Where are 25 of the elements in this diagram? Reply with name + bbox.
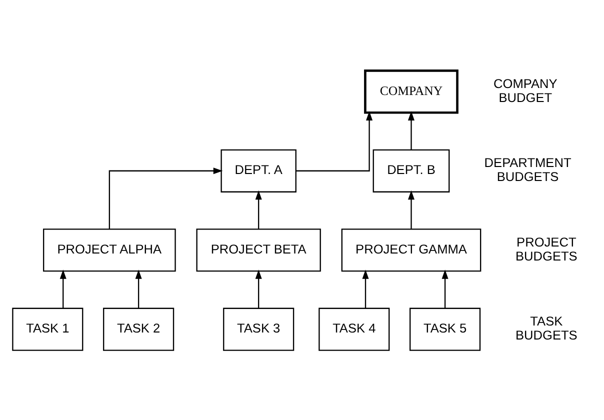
arrow	[60, 269, 66, 308]
label: DEPARTMENT BUDGETS	[484, 154, 572, 184]
arrow	[135, 269, 142, 308]
node-box: PROJECT ALPHA	[43, 228, 176, 272]
node-box: TASK 3	[223, 307, 294, 350]
node-box: TASK 4	[318, 307, 390, 350]
label: TASK BUDGETS	[515, 313, 578, 342]
arrow	[362, 269, 369, 308]
node-box: PROJECT GAMMA	[341, 228, 482, 272]
arrow	[108, 167, 223, 228]
label: PROJECT BUDGETS	[515, 234, 578, 263]
arrow	[255, 269, 262, 308]
node-box: PROJECT BETA	[196, 228, 321, 272]
node-box: TASK 5	[410, 307, 481, 350]
label: COMPANY BUDGET	[494, 75, 558, 104]
node-box: DEPT. B	[372, 148, 450, 192]
node-box: TASK 1	[12, 307, 84, 350]
arrow	[296, 110, 373, 171]
arrow	[255, 190, 262, 228]
arrow	[442, 269, 448, 308]
node-box: COMPANY	[364, 69, 458, 114]
arrow	[408, 110, 415, 150]
node-box: TASK 2	[103, 307, 174, 350]
arrow	[408, 190, 415, 228]
node-box: DEPT. A	[220, 148, 296, 192]
